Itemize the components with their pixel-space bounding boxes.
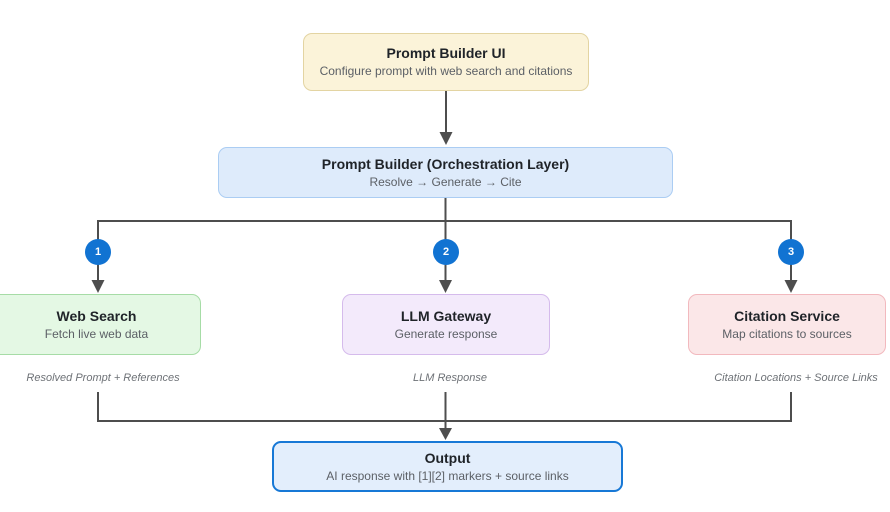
node-prompt-builder-ui: Prompt Builder UI Configure prompt with …: [303, 33, 589, 91]
edge-label-citation-service: Citation Locations + Source Links: [714, 372, 878, 384]
edge-label-web-search: Resolved Prompt + References: [26, 372, 180, 384]
arrow-down-icon: [439, 428, 452, 440]
node-subtitle: Resolve → Generate → Cite: [369, 174, 522, 189]
node-llm-gateway: LLM Gateway Generate response: [342, 294, 550, 355]
arrow-down-icon: [439, 280, 452, 293]
node-subtitle: AI response with [1][2] markers + source…: [326, 468, 569, 483]
arrow-down-icon: [784, 280, 798, 293]
node-title: Prompt Builder UI: [386, 45, 506, 62]
arrow-down-icon: [439, 132, 453, 145]
node-subtitle: Configure prompt with web search and cit…: [319, 64, 573, 79]
node-title: Web Search: [56, 307, 137, 324]
node-title: LLM Gateway: [400, 307, 492, 324]
edge-label-llm-gateway: LLM Response: [413, 372, 487, 384]
node-title: Output: [424, 449, 471, 466]
arrow-down-icon: [91, 280, 105, 293]
node-subtitle: Generate response: [394, 326, 498, 341]
step-1-badge: 1: [85, 239, 111, 265]
step-2-badge: 2: [433, 239, 459, 265]
node-title: Citation Service: [734, 307, 840, 324]
step-3-badge: 3: [778, 239, 804, 265]
node-web-search: Web Search Fetch live web data: [0, 294, 201, 355]
node-subtitle: Map citations to sources: [722, 326, 852, 341]
node-subtitle: Fetch live web data: [44, 326, 149, 341]
node-output: Output AI response with [1][2] markers +…: [272, 441, 623, 492]
node-citation-service: Citation Service Map citations to source…: [688, 294, 886, 355]
node-title: Prompt Builder (Orchestration Layer): [321, 155, 570, 172]
node-orchestration-layer: Prompt Builder (Orchestration Layer) Res…: [218, 147, 673, 198]
